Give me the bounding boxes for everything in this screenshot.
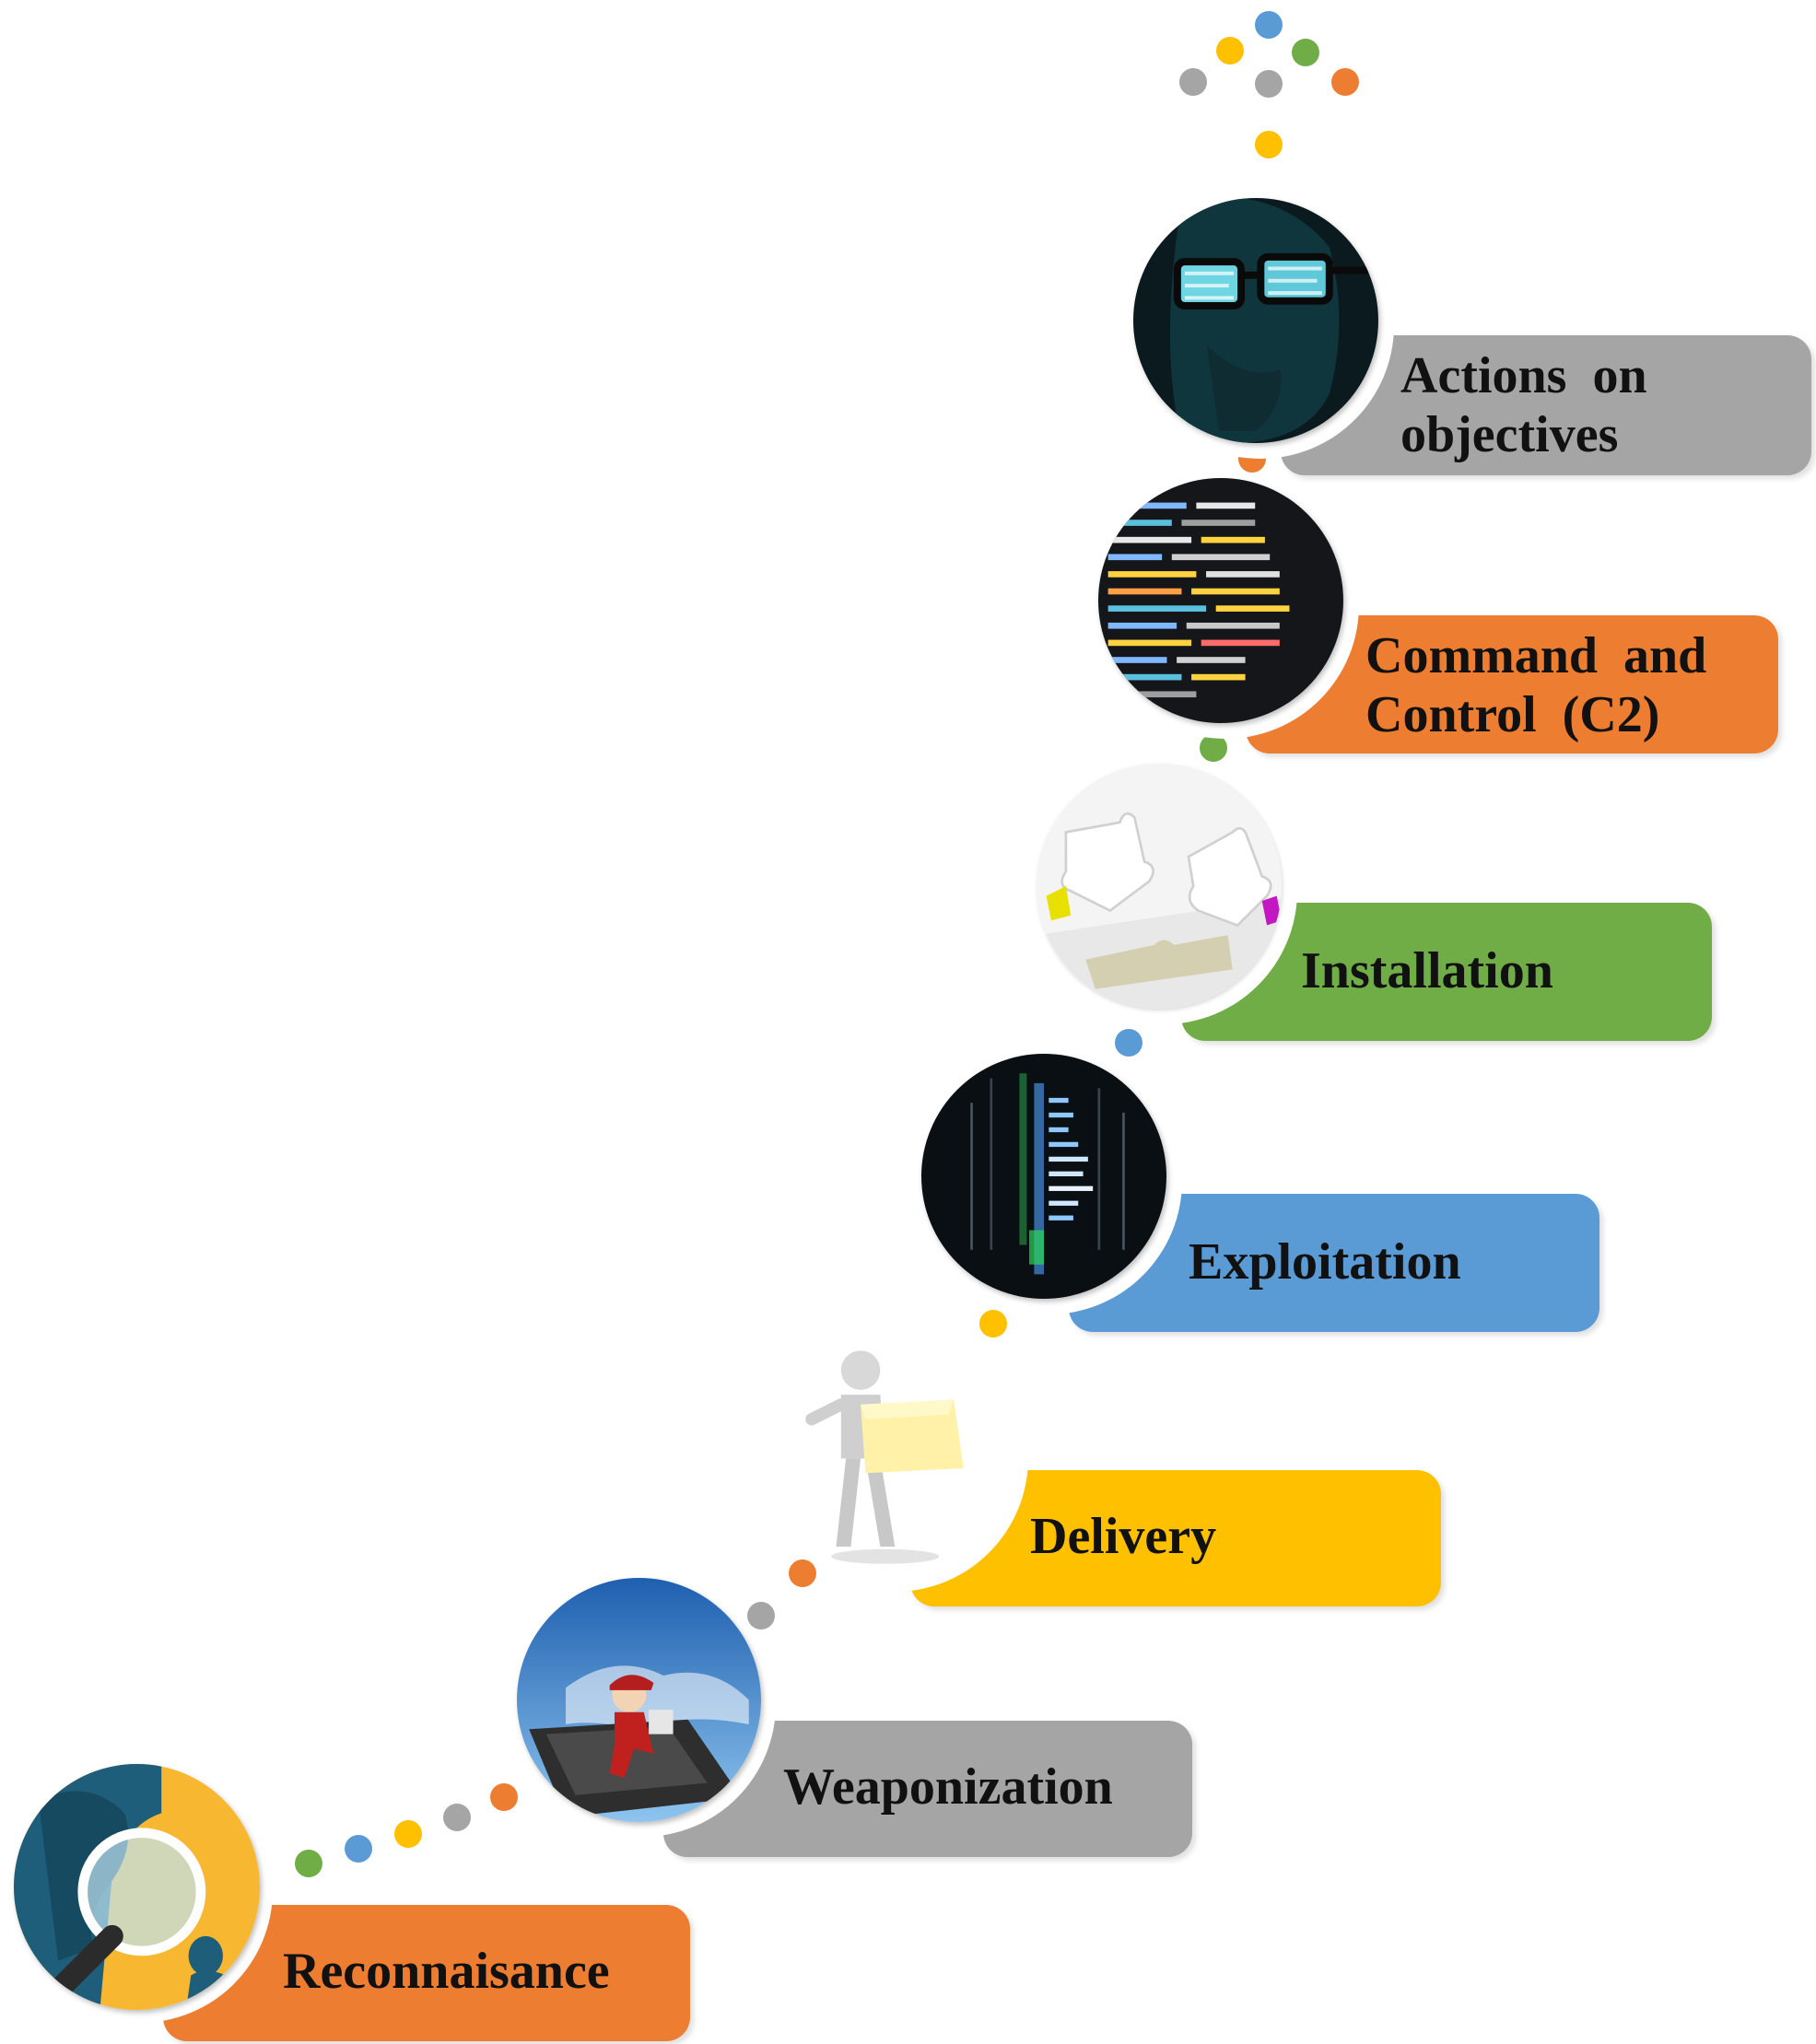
face-with-glasses-icon — [1133, 198, 1378, 443]
connector-dot — [1255, 70, 1283, 98]
connector-dot — [789, 1559, 816, 1587]
connector-dot — [1255, 11, 1283, 39]
stage-label-text-line2: objectives — [1400, 406, 1619, 463]
connector-dot — [295, 1850, 322, 1877]
stage-exploitation-label: Exploitation — [1069, 1194, 1599, 1332]
connector-dot — [1216, 37, 1244, 64]
stage-label-text: Weaponization — [783, 1758, 1113, 1816]
stage-label-text: Installation — [1301, 942, 1553, 999]
stage-label-text-line1: Actions on — [1400, 347, 1647, 404]
connector-dot — [1200, 734, 1227, 762]
connector-dot — [1179, 68, 1207, 96]
stage-label-text-line1: Command and — [1365, 627, 1707, 684]
stage-reconnaisance-label: Reconnaisance — [163, 1905, 690, 2041]
puzzle-pieces-icon — [1037, 764, 1282, 1009]
connector-dot — [979, 1310, 1007, 1337]
connector-dot — [394, 1820, 422, 1848]
magnifier-spy-icon — [14, 1764, 260, 2010]
connector-dot — [443, 1804, 471, 1831]
stage-command-and-control-label: Command and Control (C2) — [1246, 615, 1778, 753]
stage-label-text: Reconnaisance — [283, 1943, 610, 2000]
connector-dot — [490, 1783, 518, 1811]
person-carrying-box-icon — [767, 1331, 1013, 1576]
stage-label-text-line2: Control (C2) — [1365, 686, 1660, 743]
matrix-code-icon — [921, 1054, 1166, 1299]
connector-dot — [1115, 1029, 1142, 1057]
connector-dot — [1255, 131, 1283, 158]
connector-dot — [1292, 39, 1319, 66]
stage-label-text: Exploitation — [1189, 1233, 1461, 1291]
connector-dot — [1331, 68, 1359, 96]
source-code-screen-icon — [1098, 478, 1343, 723]
connector-dot — [345, 1835, 372, 1863]
stage-label-text: Delivery — [1030, 1508, 1217, 1565]
connector-dot — [747, 1602, 775, 1629]
hacker-laptop-icon — [517, 1578, 761, 1822]
